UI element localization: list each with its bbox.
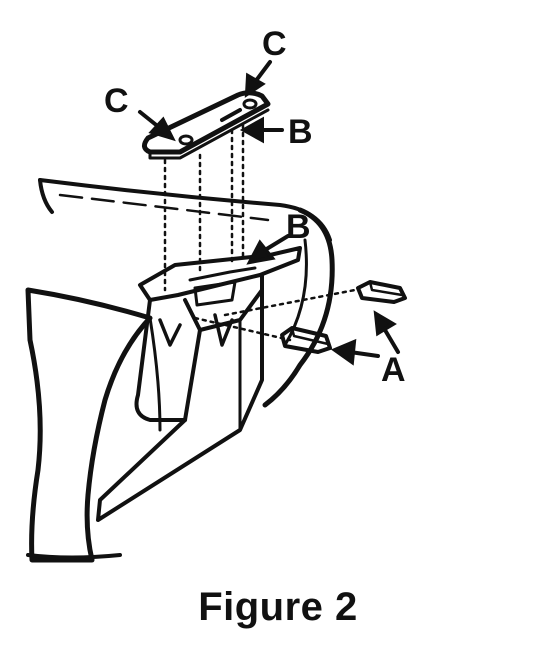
alignment-lines — [163, 123, 357, 342]
label-b-lower: B — [286, 208, 311, 246]
label-a: A — [381, 351, 406, 389]
backrest-right-inner — [283, 238, 308, 347]
backrest-top-line-2 — [58, 193, 270, 222]
backrest-right-curve — [262, 207, 335, 408]
label-b-upper: B — [288, 113, 313, 151]
arrow-c-top-shaft — [253, 60, 272, 84]
cover-plate-thickness — [148, 108, 270, 160]
arrow-a-upper-head — [373, 310, 397, 337]
cover-hole-right — [242, 98, 258, 110]
clip-a-upper-top — [368, 280, 404, 297]
bracket-flap-left — [158, 318, 182, 347]
cover-hole-left — [178, 134, 194, 146]
cover-plate — [142, 90, 271, 155]
seat-body-inner-edge — [148, 316, 162, 432]
backrest-top-line-3 — [38, 178, 54, 214]
seat-body-outline — [25, 287, 153, 563]
label-c-left: C — [104, 82, 129, 120]
bracket-front-plate — [138, 246, 302, 302]
bracket-flap-right — [213, 313, 234, 347]
bracket-slot-top — [188, 266, 257, 282]
label-c-top: C — [262, 25, 287, 63]
arrow-a-upper-shaft — [383, 328, 400, 354]
arrow-b-upper-head — [239, 116, 264, 144]
bracket-side-wall — [134, 298, 202, 422]
clip-a-lower-top — [290, 326, 330, 346]
bracket-lower-edge — [96, 428, 242, 522]
arrow-b-lower-head — [246, 239, 276, 265]
cover-slot — [220, 108, 242, 122]
arrow-a-lower-head — [330, 338, 357, 366]
bracket-slot-window — [193, 280, 237, 307]
seat-bottom-edge — [26, 553, 122, 560]
figure-caption: Figure 2 — [198, 585, 358, 629]
arrow-c-top-head — [244, 72, 266, 98]
arrow-b-lower-shaft — [263, 234, 290, 252]
arrow-c-left-head — [148, 116, 176, 142]
